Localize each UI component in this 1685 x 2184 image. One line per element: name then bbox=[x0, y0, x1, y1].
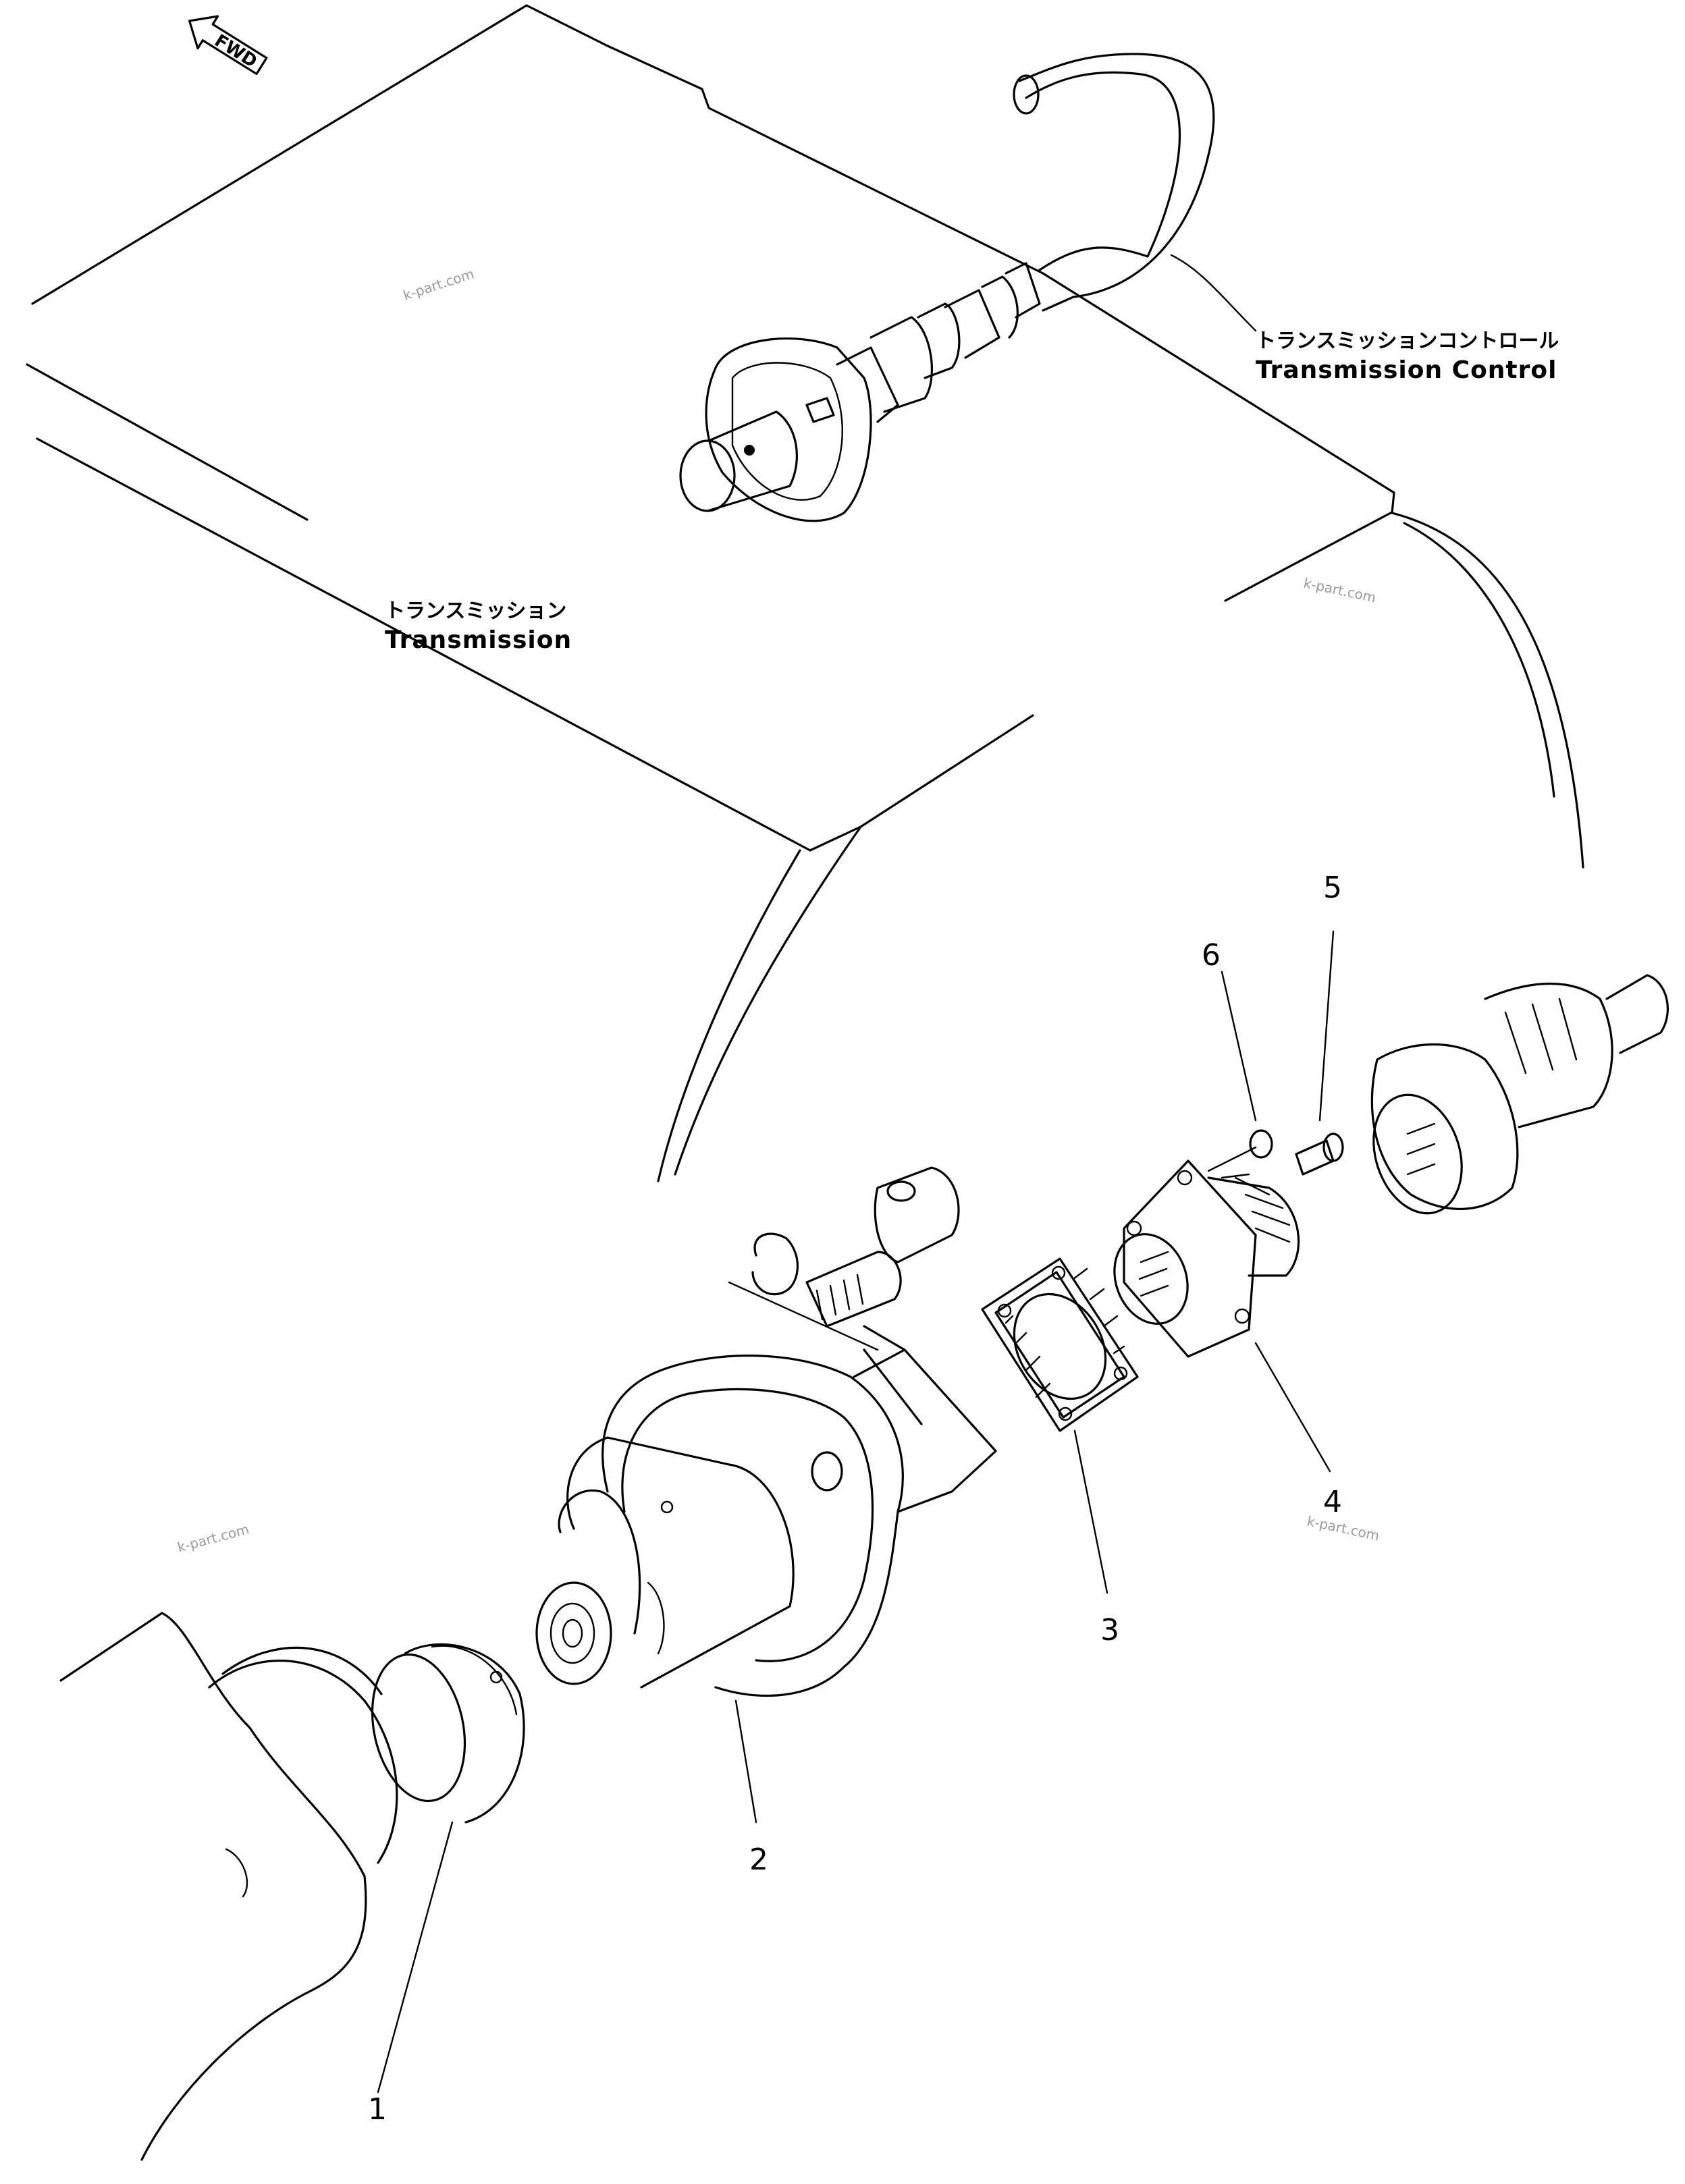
transmission-housing bbox=[26, 4, 1584, 1182]
leader-lines bbox=[377, 930, 1335, 2094]
callout-6: 6 bbox=[1202, 938, 1221, 973]
callout-1: 1 bbox=[368, 2092, 387, 2127]
fwd-label: FWD bbox=[211, 30, 261, 72]
transmission-jp: トランスミッション bbox=[385, 599, 566, 623]
label-transmission: トランスミッション Transmission bbox=[385, 599, 572, 654]
callout-3: 3 bbox=[1100, 1613, 1119, 1647]
part-2-housing bbox=[535, 1325, 997, 1697]
callout-2: 2 bbox=[749, 1842, 768, 1877]
mating-plug bbox=[1370, 974, 1669, 1215]
callout-4: 4 bbox=[1323, 1485, 1342, 1519]
watermarks: k-part.com k-part.com k-part.com k-part.… bbox=[176, 265, 1381, 1556]
part-1-cap bbox=[371, 1643, 525, 1824]
housing-lower bbox=[59, 1612, 398, 2161]
snap-ring bbox=[728, 1232, 879, 1351]
part-3-gasket bbox=[981, 1257, 1139, 1432]
watermark-2: k-part.com bbox=[1302, 574, 1378, 605]
callouts: 1 2 3 4 5 6 bbox=[368, 871, 1342, 2127]
part-5-screw bbox=[1295, 1132, 1344, 1176]
transmission-control-jp: トランスミッションコントロール bbox=[1256, 329, 1559, 353]
part-6-washer bbox=[1207, 1129, 1273, 1172]
transmission-control-en: Transmission Control bbox=[1256, 356, 1557, 384]
watermark-3: k-part.com bbox=[176, 1521, 250, 1555]
callout-5: 5 bbox=[1323, 871, 1342, 905]
watermark-4: k-part.com bbox=[1306, 1512, 1381, 1544]
mounting-bolt bbox=[805, 1166, 960, 1328]
transmission-en: Transmission bbox=[385, 626, 572, 654]
assembled-sensor bbox=[679, 53, 1215, 522]
fwd-arrow-icon: FWD bbox=[188, 15, 268, 76]
watermark-1: k-part.com bbox=[401, 265, 476, 303]
part-4-receptacle bbox=[1113, 1159, 1300, 1358]
label-transmission-control: トランスミッションコントロール Transmission Control bbox=[1256, 329, 1559, 384]
